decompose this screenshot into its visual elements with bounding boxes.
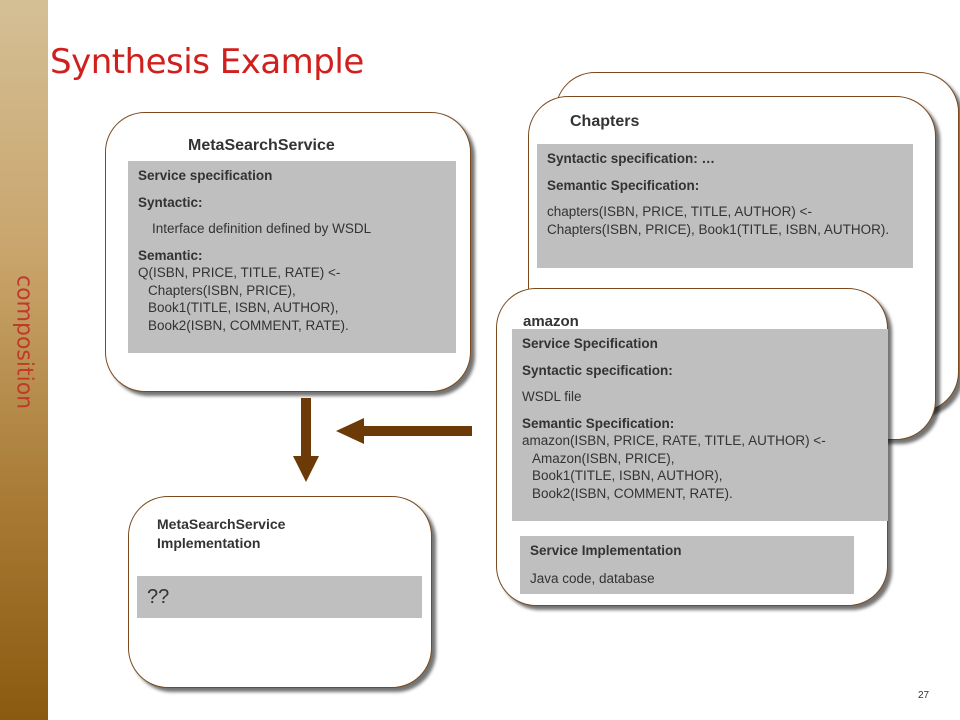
chapters-spec-box: Syntactic specification: … Semantic Spec… — [537, 144, 913, 268]
amazon-semantic-line: Amazon(ISBN, PRICE), — [532, 450, 675, 466]
semantic-line: Book1(TITLE, ISBN, AUTHOR), — [148, 300, 339, 316]
amazon-syntactic-value: WSDL file — [522, 389, 582, 405]
semantic-line: Q(ISBN, PRICE, TITLE, RATE) <- — [138, 265, 341, 281]
amazon-semantic-label: Semantic Specification: — [522, 415, 675, 431]
amazon-semantic-line: Book1(TITLE, ISBN, AUTHOR), — [532, 468, 723, 484]
amazon-spec-box: Service Specification Syntactic specific… — [512, 329, 888, 521]
implementation-title-line: Implementation — [157, 534, 261, 551]
amazon-impl-label: Service Implementation — [530, 543, 682, 558]
left-arrow-icon — [336, 418, 472, 444]
page-number: 27 — [918, 690, 930, 701]
implementation-card: MetaSearchService Implementation ?? — [128, 496, 432, 688]
syntactic-label: Syntactic: — [138, 194, 203, 210]
syntactic-value: Interface definition defined by WSDL — [152, 221, 372, 237]
semantic-line: Chapters(ISBN, PRICE), — [148, 282, 296, 298]
meta-search-service-spec-box: Service specification Syntactic: Interfa… — [128, 161, 456, 353]
sidebar-label: composition — [11, 275, 37, 410]
amazon-title: amazon — [523, 313, 579, 330]
sidebar-gradient-bar: composition — [0, 0, 48, 720]
implementation-title: MetaSearchService Implementation — [157, 515, 285, 553]
amazon-spec-heading: Service Specification — [522, 336, 658, 351]
implementation-placeholder-box: ?? — [137, 576, 422, 618]
amazon-impl-box: Service Implementation Java code, databa… — [520, 536, 854, 594]
semantic-line: Book2(ISBN, COMMENT, RATE). — [148, 317, 349, 333]
spec-heading: Service specification — [138, 168, 273, 183]
meta-search-service-title: MetaSearchService — [188, 137, 335, 154]
page-title: Synthesis Example — [50, 42, 364, 82]
semantic-label: Semantic: — [138, 247, 203, 263]
meta-search-service-card: MetaSearchService Service specification … — [105, 112, 471, 392]
chapters-title: Chapters — [570, 113, 640, 130]
chapters-semantic-label: Semantic Specification: — [547, 177, 700, 193]
implementation-title-line: MetaSearchService — [157, 516, 286, 532]
down-arrow-icon — [293, 398, 319, 482]
amazon-semantic-line: amazon(ISBN, PRICE, RATE, TITLE, AUTHOR)… — [522, 433, 826, 449]
amazon-impl-value: Java code, database — [530, 570, 655, 586]
chapters-semantic-value: chapters(ISBN, PRICE, TITLE, AUTHOR) <- … — [547, 204, 890, 237]
implementation-placeholder: ?? — [147, 586, 170, 608]
chapters-syntactic: Syntactic specification: … — [547, 151, 716, 166]
amazon-card: amazon Service Specification Syntactic s… — [496, 288, 888, 606]
amazon-syntactic-label: Syntactic specification: — [522, 362, 673, 378]
amazon-semantic-line: Book2(ISBN, COMMENT, RATE). — [532, 485, 733, 501]
